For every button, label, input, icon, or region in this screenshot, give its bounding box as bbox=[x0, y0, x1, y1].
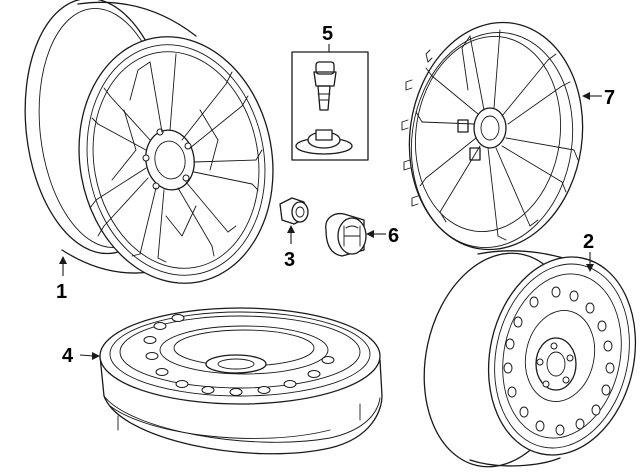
spare-steel-wheel-flat[interactable] bbox=[99, 307, 383, 455]
callout-7-label: 7 bbox=[604, 87, 615, 109]
callout-4-label: 4 bbox=[62, 345, 74, 367]
callout-6: 6 bbox=[366, 225, 399, 247]
alloy-wheel[interactable] bbox=[13, 0, 292, 299]
callout-5-label: 5 bbox=[322, 23, 333, 45]
spare-steel-wheel[interactable] bbox=[405, 239, 640, 474]
callout-2: 2 bbox=[583, 231, 594, 272]
callout-1: 1 bbox=[56, 256, 67, 303]
wheel-cover[interactable] bbox=[395, 11, 597, 261]
callout-4: 4 bbox=[62, 345, 100, 367]
callout-7: 7 bbox=[582, 87, 615, 109]
callout-3: 3 bbox=[284, 225, 295, 271]
center-cap[interactable] bbox=[325, 212, 367, 257]
callout-1-label: 1 bbox=[56, 281, 67, 303]
tire-pressure-sensor[interactable] bbox=[291, 51, 369, 161]
callout-6-label: 6 bbox=[388, 225, 399, 247]
callout-2-label: 2 bbox=[583, 231, 594, 253]
callout-5: 5 bbox=[322, 23, 333, 52]
callout-3-label: 3 bbox=[284, 249, 295, 271]
lug-nut[interactable] bbox=[279, 197, 309, 225]
